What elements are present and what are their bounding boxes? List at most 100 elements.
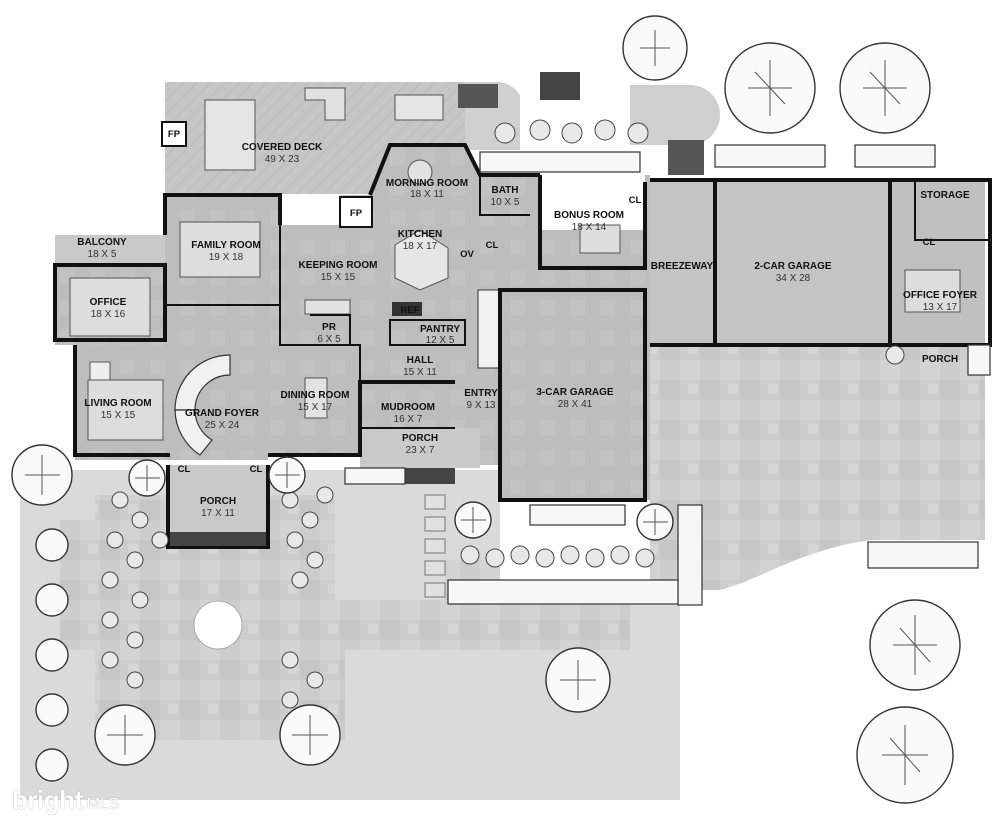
tree-lawn-2	[94, 704, 156, 766]
dim-dining-room: 15 X 17	[298, 402, 333, 413]
tree-column	[35, 528, 69, 782]
hedge-9	[967, 344, 991, 376]
label-entry: ENTRY	[464, 388, 498, 399]
logo-mls: MLS	[86, 796, 120, 813]
dining-table	[304, 377, 328, 419]
label-pr: PR	[322, 322, 337, 333]
dim-three-car-garage: 28 X 41	[558, 399, 593, 410]
label-bath: BATH	[491, 185, 518, 196]
kitchen-island	[394, 229, 449, 291]
porch-center-floor	[360, 428, 480, 468]
label-two-car-garage: 2-CAR GARAGE	[754, 261, 832, 272]
dim-mudroom: 16 X 7	[394, 414, 423, 425]
deck-bench	[540, 72, 580, 100]
dim-bonus-room: 18 X 14	[572, 222, 607, 233]
wall-two-car	[650, 178, 992, 347]
deck-table	[394, 94, 444, 121]
label-covered-deck: COVERED DECK	[242, 142, 323, 153]
morning-table	[407, 159, 433, 185]
tag-cl-kitchen: CL	[486, 240, 499, 251]
patio-round	[630, 85, 720, 145]
room-labels: COVERED DECK 49 X 23 FP FP MORNING ROOM …	[77, 129, 977, 519]
wall-storage	[914, 180, 990, 241]
tree-porch-2	[268, 456, 306, 494]
keeping-sofa	[304, 299, 351, 315]
walkway	[424, 494, 446, 598]
wall-bonus	[538, 175, 647, 270]
label-hall: HALL	[407, 355, 434, 366]
dim-porch-left: 17 X 11	[201, 508, 235, 519]
wall-outline-west	[163, 193, 282, 235]
hedge-4	[529, 504, 626, 526]
dim-pr: 6 X 5	[317, 334, 341, 345]
dim-two-car-garage: 34 X 28	[776, 273, 811, 284]
dim-entry: 9 X 13	[467, 400, 496, 411]
label-grand-foyer: GRAND FOYER	[185, 408, 260, 419]
tree-garage-1	[454, 501, 492, 539]
spiral-stair-lower	[174, 409, 213, 456]
dim-covered-deck: 49 X 23	[265, 154, 300, 165]
dim-grand-foyer: 25 X 24	[205, 420, 240, 431]
dim-hall: 15 X 11	[403, 367, 437, 378]
tag-cl-left: CL	[178, 464, 191, 475]
tree-top-3	[839, 42, 931, 134]
label-keeping-room: KEEPING ROOM	[299, 260, 378, 271]
tag-cl-right: CL	[250, 464, 263, 475]
logo-brand: bright	[12, 785, 83, 815]
fountain	[193, 600, 243, 650]
wall-morning-room	[368, 143, 540, 196]
dim-porch-center: 23 X 7	[406, 445, 435, 456]
wall-garage-three	[498, 288, 647, 502]
label-kitchen: KITCHEN	[398, 229, 442, 240]
trees	[11, 15, 961, 804]
hall-stair	[477, 289, 501, 369]
label-breezeway: BREEZEWAY	[651, 261, 714, 272]
deck-steps	[458, 84, 498, 108]
label-three-car-garage: 3-CAR GARAGE	[536, 387, 614, 398]
landscape	[20, 82, 985, 800]
wall-porch-left	[166, 465, 270, 549]
office-rug	[69, 277, 151, 337]
fireplace-interior	[339, 196, 373, 228]
wall-office	[53, 263, 167, 342]
office-foyer-floor	[890, 180, 985, 345]
tag-ov: OV	[460, 249, 474, 260]
label-living-room: LIVING ROOM	[84, 398, 151, 409]
dim-bath: 10 X 5	[491, 197, 520, 208]
piano	[89, 361, 111, 381]
breezeway-floor	[650, 180, 715, 345]
label-porch-center: PORCH	[402, 433, 438, 444]
deck-grill	[304, 87, 346, 121]
hedge-3	[479, 151, 641, 173]
porch-left-steps	[170, 532, 266, 546]
wall-pantry	[389, 319, 466, 346]
driveway-right	[650, 345, 985, 590]
ref-block	[392, 302, 422, 316]
label-porch-left: PORCH	[200, 496, 236, 507]
walls	[53, 143, 992, 549]
label-bonus-room: BONUS ROOM	[554, 210, 624, 221]
office-foyer-desk	[904, 269, 961, 313]
label-dining-room: DINING ROOM	[281, 390, 350, 401]
tree-top-1	[622, 15, 688, 81]
dim-kitchen: 18 X 17	[403, 241, 438, 252]
hedge-2	[854, 144, 936, 168]
deck-sofa	[204, 99, 256, 171]
balcony-floor	[55, 235, 165, 263]
tree-left-porch	[11, 444, 73, 506]
furniture	[69, 159, 961, 456]
hedge-6	[447, 579, 679, 605]
tag-cl-bonus: CL	[629, 195, 642, 206]
bonus-bed	[579, 224, 621, 254]
deck-stairs-right	[668, 140, 704, 175]
shrubs	[101, 119, 905, 709]
dim-family-room: 19 X 18	[209, 252, 244, 263]
label-balcony: BALCONY	[77, 237, 127, 248]
wall-bath	[479, 175, 530, 216]
label-storage: STORAGE	[920, 190, 970, 201]
living-room-rug	[87, 379, 164, 441]
dim-morning-room: 18 X 11	[410, 189, 444, 200]
tree-top-2	[724, 42, 816, 134]
